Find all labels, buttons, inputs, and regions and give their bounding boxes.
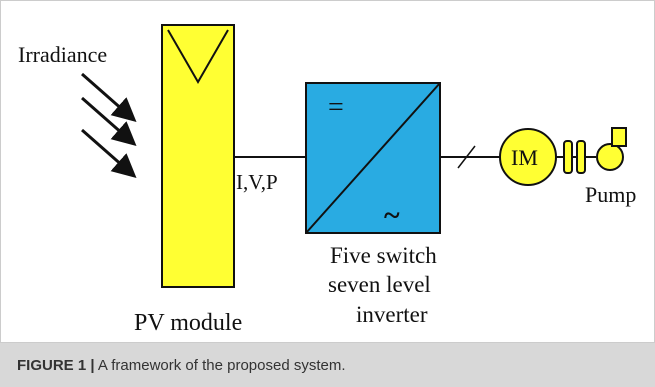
caption-text: A framework of the proposed system. — [97, 357, 346, 374]
irradiance-arrows — [81, 72, 137, 178]
inverter-label-line-2: seven level — [328, 272, 431, 297]
inverter-ac-symbol: ~ — [384, 199, 400, 232]
pump-icon — [556, 127, 627, 174]
inverter-label-line-3: inverter — [356, 302, 428, 327]
pump-label: Pump — [585, 182, 636, 207]
inverter-diagonal — [305, 82, 441, 234]
irradiance-arrow-2 — [81, 96, 137, 146]
signal-label: I,V,P — [236, 170, 278, 194]
caption-bar — [0, 343, 655, 387]
inverter-dc-symbol: = — [328, 92, 344, 123]
irradiance-arrow-3 — [81, 128, 137, 178]
three-phase-slash — [457, 145, 476, 169]
pv-module-triangle — [167, 29, 229, 85]
pv-module-panel — [161, 24, 235, 288]
caption-label: FIGURE 1 | — [17, 357, 95, 374]
inverter-label-line-1: Five switch — [330, 243, 437, 268]
pv-module-label: PV module — [134, 310, 242, 336]
irradiance-arrow-1 — [81, 72, 137, 122]
figure-caption: FIGURE 1 | A framework of the proposed s… — [17, 357, 346, 374]
irradiance-label: Irradiance — [18, 42, 107, 67]
motor-label: IM — [511, 145, 538, 170]
